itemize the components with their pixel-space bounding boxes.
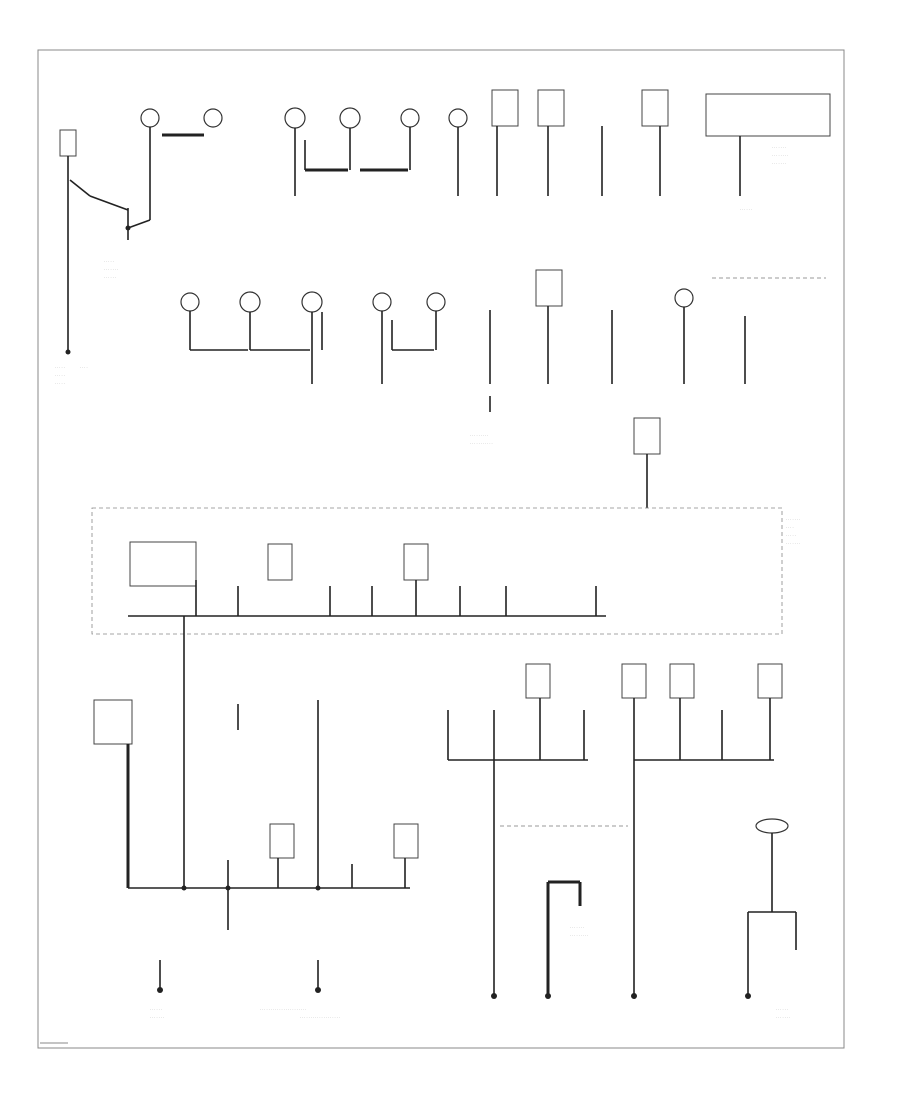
ground-terminals xyxy=(157,987,751,999)
svg-text:. . . . . .: . . . . . . xyxy=(150,1007,162,1011)
svg-text:. . . . .: . . . . . xyxy=(55,373,65,377)
ground-terminal xyxy=(315,987,321,993)
svg-text:. . . . .: . . . . . xyxy=(786,533,796,537)
ground-terminal xyxy=(631,993,637,999)
svg-text:. . . . . . .: . . . . . . . xyxy=(786,541,800,545)
svg-text:. . . . . . .: . . . . . . . xyxy=(104,267,118,271)
lamp-cluster-top-middle xyxy=(284,107,468,196)
svg-text:. . . . . . .: . . . . . . . xyxy=(772,161,786,165)
ground-terminal xyxy=(545,993,551,999)
ground-terminal xyxy=(745,993,751,999)
battery-ground-assembly: . . . . . . . . . . . . . xyxy=(747,818,797,1019)
connector-row-second: . . . . . . . . . . . . . . . . . . . . xyxy=(470,269,826,445)
svg-text:. . . . .: . . . . . xyxy=(55,365,65,369)
svg-text:. . . . . . .: . . . . . . . xyxy=(150,1015,164,1019)
svg-text:. . . . . . . . . . .: . . . . . . . . . . . xyxy=(470,441,493,445)
svg-text:. . . . . . .: . . . . . . . xyxy=(772,145,786,149)
lower-left-harness: . . . . . . . . . . . . . . . . . . . . … xyxy=(93,616,419,1019)
svg-text:. . . . . . . . . . . . . . .: . . . . . . . . . . . . . . . . . . . . … xyxy=(260,1007,306,1011)
lower-right-connector-bank xyxy=(447,663,783,996)
svg-text:. . . .: . . . . xyxy=(80,365,88,369)
svg-text:. . . . . . . . .: . . . . . . . . . xyxy=(570,933,588,937)
svg-text:. . . . . .: . . . . . . xyxy=(776,1007,788,1011)
svg-text:. . . .: . . . . xyxy=(786,525,794,529)
svg-text:. . . . . . . . . . . . . . .: . . . . . . . . . . . . . . . . . . . xyxy=(300,1015,340,1019)
diagram-border xyxy=(37,49,845,1049)
svg-text:. . . . . . .: . . . . . . . xyxy=(786,517,800,521)
svg-text:. . . . . .: . . . . . . xyxy=(104,275,116,279)
svg-text:. . . . . .: . . . . . . xyxy=(740,207,752,211)
module-dashed-enclosure: . . . . . . . . . . . . . . . . . . . . … xyxy=(91,507,800,635)
svg-text:. . . . . . .: . . . . . . . xyxy=(776,1015,790,1019)
top-left-switch-group: . . . . . . . . . . . . . . . . . . . xyxy=(55,129,129,385)
ground-terminal xyxy=(157,987,163,993)
lamp-row-second xyxy=(180,291,446,384)
svg-text:. . . . . . . .: . . . . . . . . xyxy=(772,153,788,157)
svg-text:. . . . .: . . . . . xyxy=(104,259,114,263)
svg-text:. . . . . . . . .: . . . . . . . . . xyxy=(470,433,488,437)
ground-terminal xyxy=(491,993,497,999)
lamp-cluster-top-left: . . . . . . . . . . . . . . . . . . xyxy=(104,108,223,279)
svg-text:. . . . .: . . . . . xyxy=(55,381,65,385)
connector-center-drop xyxy=(633,417,661,508)
svg-text:. . . . . . .: . . . . . . . xyxy=(570,925,584,929)
connector-group-top-right: . . . . . . . . . . . . . . . . . . . . … xyxy=(491,89,831,211)
lower-center-ground-jumper: . . . . . . . . . . . . . . . . xyxy=(546,880,588,996)
